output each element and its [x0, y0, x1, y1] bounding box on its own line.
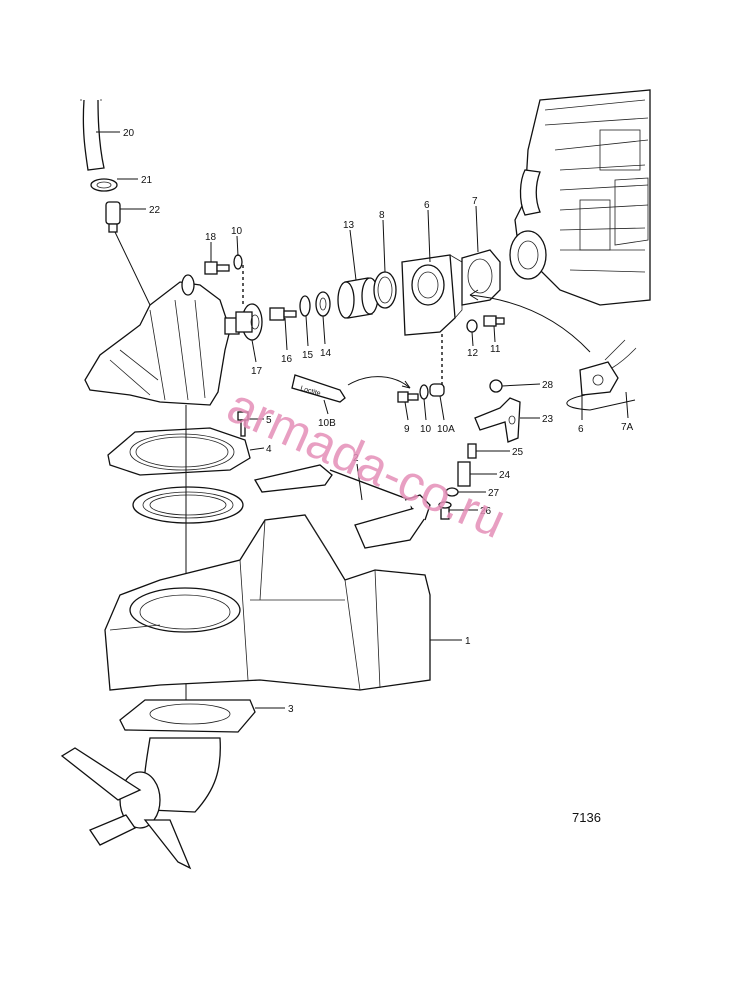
bushing-part-13	[337, 277, 379, 319]
bolt-part-26	[438, 501, 452, 520]
callout-3: 3	[288, 704, 294, 715]
support-arm-part-2	[253, 464, 431, 549]
bolt-part-18	[204, 261, 230, 275]
screw-part-9	[397, 391, 419, 403]
callout-1: 1	[465, 636, 471, 647]
bracket-part-23	[474, 397, 521, 443]
callout-18: 18	[205, 232, 217, 243]
callout-14: 14	[320, 348, 332, 359]
callout-24: 24	[499, 470, 511, 481]
callout-26: 26	[480, 506, 492, 517]
callout-27: 27	[488, 488, 500, 499]
bolt-part-11	[483, 315, 505, 327]
gasket-part-4	[107, 427, 251, 476]
leader-lines	[96, 131, 629, 709]
callout-25: 25	[512, 447, 524, 458]
callout-10b: 10B	[318, 418, 336, 429]
callout-4: 4	[266, 444, 272, 455]
screw-part-16	[269, 307, 297, 321]
washer-part-15	[299, 295, 311, 317]
callout-labels: 20 21 22 18 10 13 8 6 7 16 15 14 17 12 1…	[123, 128, 634, 715]
o-ring-part-8	[373, 271, 397, 309]
callout-28: 28	[542, 380, 554, 391]
flange-part-17	[235, 303, 263, 341]
callout-16: 16	[281, 354, 293, 365]
callout-6-rail: 6	[578, 424, 584, 435]
callout-22: 22	[149, 205, 161, 216]
drive-leg	[119, 737, 221, 829]
callout-7: 7	[472, 196, 478, 207]
propeller	[60, 747, 192, 870]
gasket-part-7	[461, 249, 501, 306]
screw-part-5	[237, 411, 249, 437]
base-plate-part-3	[119, 699, 256, 733]
hose-part-20	[80, 99, 105, 171]
seal-ring	[132, 486, 244, 524]
callout-11: 11	[490, 344, 501, 355]
callout-6: 6	[424, 200, 430, 211]
washer-part-10-lower	[419, 384, 429, 400]
callout-21: 21	[141, 175, 153, 186]
nut-part-28	[489, 379, 503, 393]
nut-part-12	[466, 319, 478, 333]
clip-part-7a	[566, 339, 637, 411]
callout-23: 23	[542, 414, 554, 425]
gearbox-housing	[84, 274, 240, 406]
callout-10-top: 10	[231, 226, 243, 237]
callout-17: 17	[251, 366, 263, 377]
callout-7a: 7A	[621, 422, 634, 433]
callout-2: 2	[353, 453, 359, 464]
figure-number: 7136	[572, 810, 601, 825]
washer-part-10-top	[233, 254, 243, 270]
callout-10a: 10A	[437, 424, 455, 435]
loctite-tube: Loctite	[291, 374, 346, 403]
callout-10-lower: 10	[420, 424, 432, 435]
callout-15: 15	[302, 350, 314, 361]
plate-part-25	[467, 443, 477, 459]
hose-clamp-part-21	[90, 178, 118, 192]
callout-9: 9	[404, 424, 410, 435]
ring-part-14	[315, 291, 331, 317]
bracket-part-6	[401, 254, 463, 336]
callout-20: 20	[123, 128, 135, 139]
callout-12: 12	[467, 348, 479, 359]
engine-block	[509, 89, 651, 306]
main-housing-part-1	[104, 514, 431, 691]
nipple-part-22	[105, 201, 121, 233]
callout-8: 8	[379, 210, 385, 221]
callout-5: 5	[266, 415, 272, 426]
sleeve-part-10a	[429, 383, 445, 397]
callout-13: 13	[343, 220, 355, 231]
